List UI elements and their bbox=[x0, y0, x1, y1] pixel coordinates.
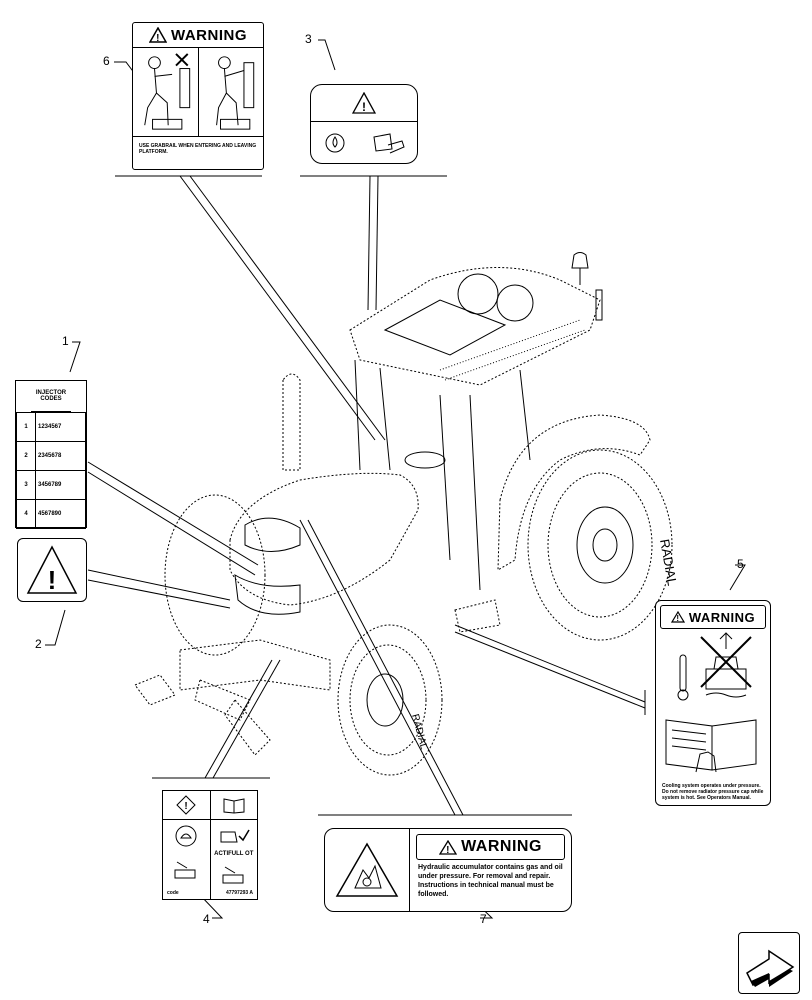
warning-header: ! WARNING bbox=[416, 834, 565, 860]
warning-header: ! WARNING bbox=[133, 23, 263, 48]
person-without-grabrail-icon bbox=[144, 48, 199, 136]
warning-triangle-icon: ! bbox=[670, 611, 685, 623]
exhaust-pipe bbox=[282, 373, 301, 471]
left-rear-wheel bbox=[164, 494, 266, 656]
warning-header: ! WARNING bbox=[660, 605, 766, 629]
front-wheel: RADIAL bbox=[337, 624, 443, 776]
callout-1: 1 bbox=[62, 334, 69, 348]
svg-text:!: ! bbox=[362, 100, 366, 114]
callout-7: 7 bbox=[480, 912, 487, 926]
manual-hand-icon bbox=[372, 133, 405, 154]
code-label: code bbox=[167, 890, 179, 896]
cooling-warning-text: Cooling system operates under pressure. … bbox=[662, 783, 764, 801]
tire-text: RADIAL bbox=[657, 538, 680, 587]
person-using-grabrail-icon bbox=[215, 56, 254, 130]
warning-triangle-icon: ! bbox=[439, 839, 458, 855]
engine-check-icon bbox=[220, 829, 250, 843]
injector-codes-header: INJECTOR CODES bbox=[31, 381, 71, 412]
injector-code: 4567890 bbox=[35, 499, 86, 529]
warning-triangle-icon: ! bbox=[352, 92, 376, 114]
next-page-button[interactable] bbox=[738, 932, 800, 994]
decal-grabrail-warning: ! WARNING USE G bbox=[132, 22, 264, 170]
svg-text:!: ! bbox=[48, 565, 57, 595]
svg-text:!: ! bbox=[676, 614, 679, 623]
svg-text:!: ! bbox=[185, 801, 188, 812]
decal-oil-hazard: ! bbox=[310, 84, 418, 164]
next-page-arrow-icon bbox=[746, 949, 795, 987]
warning-triangle-icon: ! bbox=[26, 545, 78, 595]
callout-3: 3 bbox=[305, 32, 312, 46]
beacon bbox=[571, 252, 589, 269]
part-number-label: 47797293 A bbox=[225, 889, 253, 896]
callout-5: 5 bbox=[737, 557, 744, 571]
radiator-cap-hot-icon bbox=[677, 632, 752, 701]
decal-general-warning: ! bbox=[17, 538, 87, 602]
callout-4: 4 bbox=[203, 912, 210, 926]
cab-roof bbox=[349, 267, 601, 386]
grabrail-warning-text: USE GRABRAIL WHEN ENTERING AND LEAVING P… bbox=[139, 143, 257, 155]
leader-lines bbox=[45, 39, 746, 919]
front-axle bbox=[179, 639, 331, 691]
callout-6: 6 bbox=[103, 54, 110, 68]
operators-manual-icon bbox=[665, 719, 757, 773]
svg-text:!: ! bbox=[446, 845, 450, 855]
oil-pressure-icon bbox=[325, 133, 344, 153]
decal-cooling-warning: ! WARNING Cooling system operates under … bbox=[655, 600, 771, 806]
explosion-hazard-icon bbox=[335, 842, 399, 897]
injector-index: 4 bbox=[16, 499, 36, 529]
warning-diamond-icon: ! bbox=[176, 795, 196, 815]
injector-code: 2345678 bbox=[35, 441, 86, 471]
injector-code: 1234567 bbox=[35, 412, 86, 442]
warning-triangle-icon: ! bbox=[149, 27, 167, 43]
book-icon bbox=[223, 798, 245, 814]
injector-index: 2 bbox=[16, 441, 36, 471]
oil-can-icon bbox=[174, 861, 196, 879]
injector-code: 3456789 bbox=[35, 470, 86, 500]
rear-fender bbox=[497, 414, 651, 571]
tractor-illustration: RADIAL RADIAL bbox=[134, 252, 680, 776]
oil-can-icon bbox=[222, 866, 244, 884]
callout-2: 2 bbox=[35, 637, 42, 651]
decal-accumulator-warning: ! WARNING Hydraulic accumulator contains… bbox=[324, 828, 572, 912]
actifull-label: ACTIFULL OT bbox=[214, 851, 254, 858]
oil-circle-icon bbox=[175, 825, 197, 847]
accumulator-warning-text: Hydraulic accumulator contains gas and o… bbox=[418, 864, 563, 898]
hood bbox=[229, 472, 419, 606]
decal-actifull: ! code ACTIFU bbox=[162, 790, 258, 900]
injector-index: 3 bbox=[16, 470, 36, 500]
injector-index: 1 bbox=[16, 412, 36, 442]
svg-text:!: ! bbox=[156, 33, 160, 43]
